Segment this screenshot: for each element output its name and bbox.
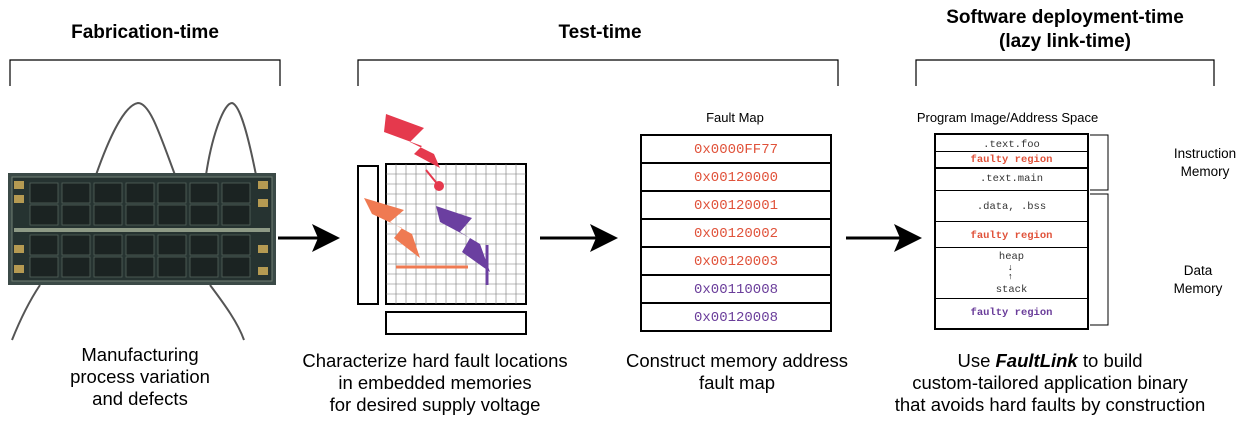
heap-stack-arrows: ↓↑	[1008, 262, 1013, 281]
stage-title-deployment: Software deployment-time (lazy link-time…	[900, 6, 1230, 54]
memory-braces	[1090, 134, 1109, 326]
caption-characterize: Characterize hard fault locations in emb…	[302, 350, 568, 415]
section-stack: stack	[995, 284, 1028, 296]
chip-die-image	[8, 101, 276, 341]
caption-fabrication: Manufacturing process variation and defe…	[70, 344, 210, 409]
fault-map-title: Fault Map	[706, 110, 764, 125]
bolt-red-icon	[384, 114, 440, 168]
instruction-memory-label: Instruction Memory	[1173, 146, 1237, 179]
caption-faultlink: Use FaultLink to build custom-tailored a…	[894, 350, 1206, 415]
sense-amp-block	[385, 311, 527, 335]
faulty-region-3: faulty region	[970, 307, 1053, 319]
section-data-bss: .data, .bss	[976, 201, 1047, 213]
arrow-2	[540, 224, 618, 252]
fault-map-entry: 0x00120008	[642, 302, 830, 332]
section-heap: heap	[998, 251, 1025, 263]
bolt-orange-icon	[364, 198, 420, 258]
row-decoder	[357, 165, 379, 305]
bracket-deployment	[915, 59, 1215, 86]
stage-title-deployment-line1: Software deployment-time	[946, 7, 1184, 28]
fault-map-entry: 0x00120001	[642, 190, 830, 220]
stage-title-fabrication: Fabrication-time	[71, 22, 219, 43]
bracket-test	[357, 59, 839, 86]
memory-array-diagram	[357, 114, 527, 335]
arrow-1	[278, 224, 340, 252]
fault-map-entry: 0x00120002	[642, 218, 830, 248]
data-memory-label: Data Memory	[1173, 263, 1223, 296]
section-text-main: .text.main	[979, 173, 1043, 185]
program-image-title: Program Image/Address Space	[916, 110, 1099, 125]
stage-title-deployment-line2: (lazy link-time)	[999, 31, 1131, 52]
fault-map-entry: 0x0000FF77	[642, 134, 830, 164]
faulty-region-1: faulty region	[970, 154, 1053, 166]
program-image-box: .text.foo faulty region .text.main .data…	[934, 133, 1089, 330]
fault-map-entry: 0x00120003	[642, 246, 830, 276]
stage-title-test: Test-time	[558, 22, 642, 43]
faultlink-name: FaultLink	[995, 350, 1078, 371]
bracket-fabrication	[9, 59, 281, 86]
caption-construct: Construct memory address fault map	[625, 350, 849, 393]
fault-map-entry: 0x00120000	[642, 162, 830, 192]
bolt-purple-icon	[436, 206, 490, 272]
faulty-region-2: faulty region	[970, 230, 1053, 242]
section-text-foo: .text.foo	[983, 139, 1040, 151]
arrow-3	[846, 224, 922, 252]
fault-map-entry: 0x00110008	[642, 274, 830, 304]
